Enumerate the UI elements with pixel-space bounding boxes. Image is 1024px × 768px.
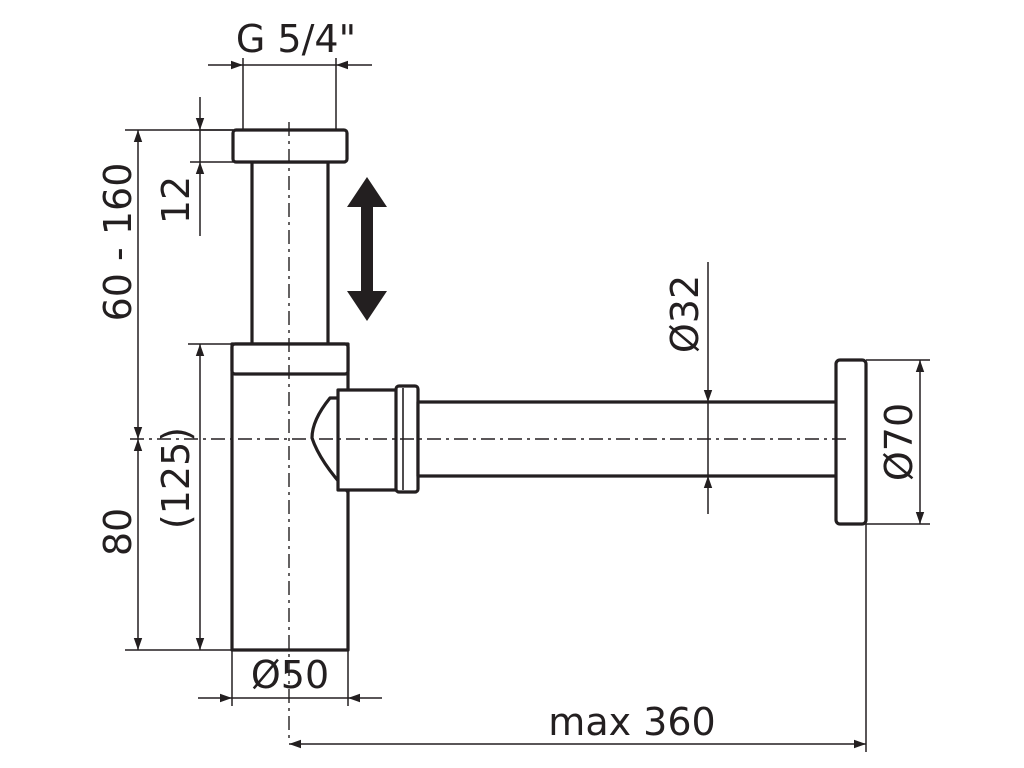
- wall-rosette: [834, 358, 868, 526]
- trap-parts: [230, 128, 868, 652]
- body-diameter-label: Ø50: [251, 653, 329, 697]
- height-dimension: [125, 129, 233, 439]
- center-lines: [130, 122, 850, 742]
- thread-label: G 5/4": [236, 17, 356, 61]
- top-cap: [231, 128, 349, 164]
- outlet-nut: [336, 388, 400, 492]
- outlet-height-label: 80: [96, 508, 140, 556]
- max-length-dimension: [289, 524, 867, 752]
- pipe-diameter-label: Ø32: [663, 275, 707, 353]
- double-arrow-icon: [347, 177, 387, 321]
- rosette-diameter-label: Ø70: [877, 403, 921, 481]
- max-length-label: max 360: [548, 700, 715, 744]
- rosette-diameter-dimension: [866, 359, 930, 525]
- body-height-label: (125): [154, 427, 198, 529]
- cap-height-label: 12: [154, 176, 198, 224]
- outlet-height-dimension: [125, 439, 232, 651]
- height-adjust-label: 60 - 160: [96, 163, 140, 322]
- trap-body: [230, 342, 350, 652]
- body-diameter-dimension: [198, 650, 382, 706]
- body-ring: [230, 342, 350, 376]
- upper-tube: [250, 160, 330, 348]
- body-height-dimension: [188, 343, 232, 650]
- thread-dimension: [208, 58, 372, 130]
